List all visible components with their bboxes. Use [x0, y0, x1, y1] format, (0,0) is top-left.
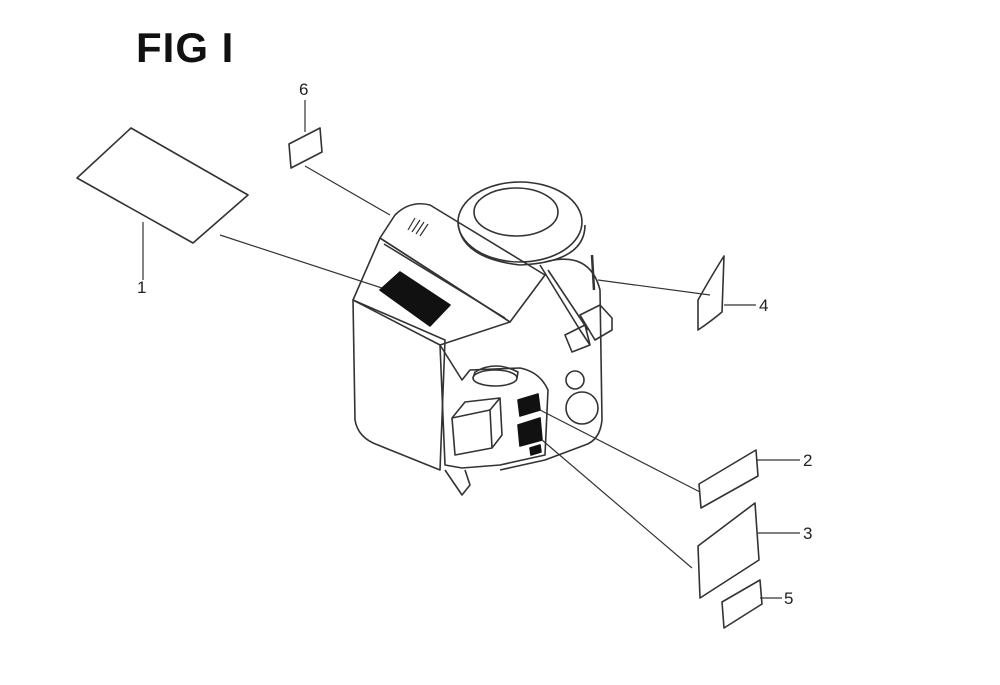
- callout-4: 4: [759, 296, 769, 315]
- part-5-decal: [721, 579, 763, 629]
- decal-area-5: [529, 444, 542, 456]
- engine-decals: [379, 271, 543, 456]
- part-3-decal: [697, 502, 760, 599]
- callout-1: 1: [137, 278, 147, 297]
- decal-area-2: [517, 393, 541, 417]
- part-6-decal: [288, 127, 323, 169]
- leader-lines: [142, 100, 800, 599]
- callout-6: 6: [299, 80, 309, 99]
- figure-title: FIG I: [136, 24, 235, 71]
- decal-area-3: [517, 417, 543, 447]
- callout-3: 3: [803, 524, 813, 543]
- callout-2: 2: [803, 451, 813, 470]
- callout-5: 5: [784, 589, 794, 608]
- decal-area-1: [379, 271, 451, 327]
- part-4-decal: [697, 255, 725, 331]
- engine-illustration: [352, 181, 613, 496]
- part-2-decal: [698, 449, 759, 509]
- part-1-decal: [76, 127, 249, 244]
